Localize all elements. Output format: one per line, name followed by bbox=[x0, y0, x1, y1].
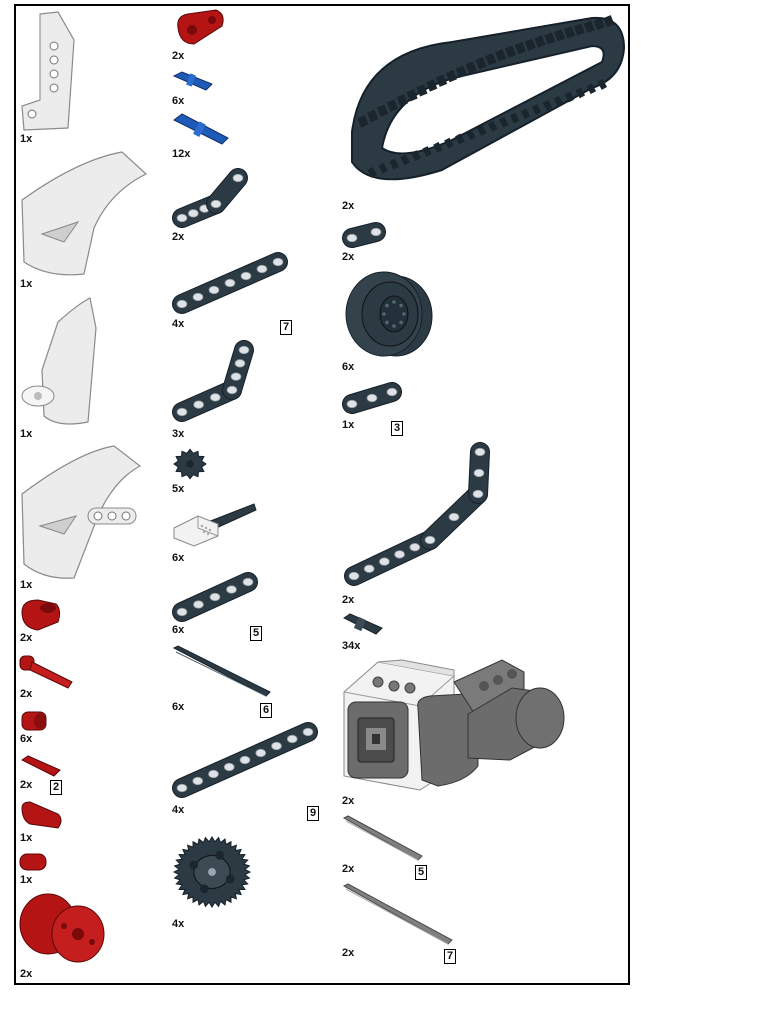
white-panel-tall-icon bbox=[21, 11, 75, 131]
qty-label: 6x bbox=[172, 95, 185, 107]
qty-label: 34x bbox=[342, 640, 361, 652]
qty-label: 2x bbox=[20, 688, 33, 700]
red-axle-pin-icon bbox=[19, 655, 73, 689]
qty-label: 1x bbox=[20, 874, 33, 886]
blue-pin-long-icon bbox=[173, 113, 229, 145]
dark-l-beam-small-icon bbox=[172, 168, 248, 228]
qty-label: 1x bbox=[20, 278, 33, 290]
white-panel-fin-icon bbox=[21, 297, 97, 425]
qty-label: 4x bbox=[172, 318, 185, 330]
length-badge: 7 bbox=[444, 949, 457, 964]
parts-list-frame bbox=[14, 4, 630, 985]
dark-bent-beam-icon bbox=[344, 442, 490, 586]
qty-label: 6x bbox=[172, 624, 185, 636]
length-badge: 9 bbox=[307, 806, 320, 821]
dark-hub-icon bbox=[345, 271, 433, 357]
dark-beam-2-icon bbox=[342, 222, 386, 248]
qty-label: 2x bbox=[342, 795, 355, 807]
qty-label: 12x bbox=[172, 148, 191, 160]
qty-label: 2x bbox=[20, 632, 33, 644]
qty-label: 2x bbox=[342, 200, 355, 212]
white-panel-curved-icon bbox=[21, 151, 148, 276]
qty-label: 6x bbox=[342, 361, 355, 373]
qty-label: 1x bbox=[20, 133, 33, 145]
red-connector-long-icon bbox=[21, 801, 62, 829]
qty-label: 2x bbox=[342, 863, 355, 875]
length-badge: 3 bbox=[391, 421, 404, 436]
qty-label: 2x bbox=[342, 947, 355, 959]
qty-label: 2x bbox=[20, 779, 33, 791]
dark-l-beam-large-icon bbox=[172, 340, 254, 422]
qty-label: 2x bbox=[20, 968, 33, 980]
qty-label: 1x bbox=[20, 428, 33, 440]
qty-label: 6x bbox=[172, 701, 185, 713]
qty-label: 6x bbox=[20, 733, 33, 745]
qty-label: 1x bbox=[20, 832, 33, 844]
qty-label: 6x bbox=[172, 552, 185, 564]
red-connector-icon bbox=[21, 599, 61, 631]
white-panel-wide-icon bbox=[21, 445, 142, 579]
qty-label: 3x bbox=[172, 428, 185, 440]
dark-beam-3-icon bbox=[342, 382, 402, 414]
qty-label: 2x bbox=[172, 50, 185, 62]
dark-axle-6-icon bbox=[172, 645, 271, 697]
grey-axle-5-icon bbox=[342, 815, 423, 861]
dark-gear-small-icon bbox=[173, 448, 207, 480]
large-motor-icon bbox=[343, 659, 565, 791]
qty-label: 1x bbox=[20, 579, 33, 591]
qty-label: 4x bbox=[172, 804, 185, 816]
red-connector-short-icon bbox=[19, 853, 47, 871]
length-badge: 2 bbox=[50, 780, 63, 795]
blue-pin-short-icon bbox=[172, 71, 213, 91]
red-rotor-icon bbox=[19, 893, 105, 963]
dark-beam-7-icon bbox=[172, 252, 288, 314]
grey-axle-7-icon bbox=[342, 883, 453, 945]
red-axle-connector-icon bbox=[177, 9, 224, 45]
length-badge: 5 bbox=[250, 626, 263, 641]
qty-label: 1x bbox=[342, 419, 355, 431]
length-badge: 7 bbox=[280, 320, 293, 335]
red-bush-icon bbox=[21, 711, 47, 731]
track-icon bbox=[351, 15, 626, 181]
qty-label: 2x bbox=[342, 594, 355, 606]
qty-label: 2x bbox=[172, 231, 185, 243]
qty-label: 5x bbox=[172, 483, 185, 495]
length-badge: 5 bbox=[415, 865, 428, 880]
cable-icon bbox=[173, 503, 257, 547]
qty-label: 4x bbox=[172, 918, 185, 930]
length-badge: 6 bbox=[260, 703, 273, 718]
dark-beam-9-icon bbox=[172, 722, 318, 798]
dark-pin-axle-icon bbox=[343, 613, 383, 635]
qty-label: 2x bbox=[342, 251, 355, 263]
dark-gear-large-icon bbox=[172, 836, 252, 908]
red-axle-2-icon bbox=[21, 755, 61, 777]
dark-beam-5-icon bbox=[172, 572, 258, 622]
